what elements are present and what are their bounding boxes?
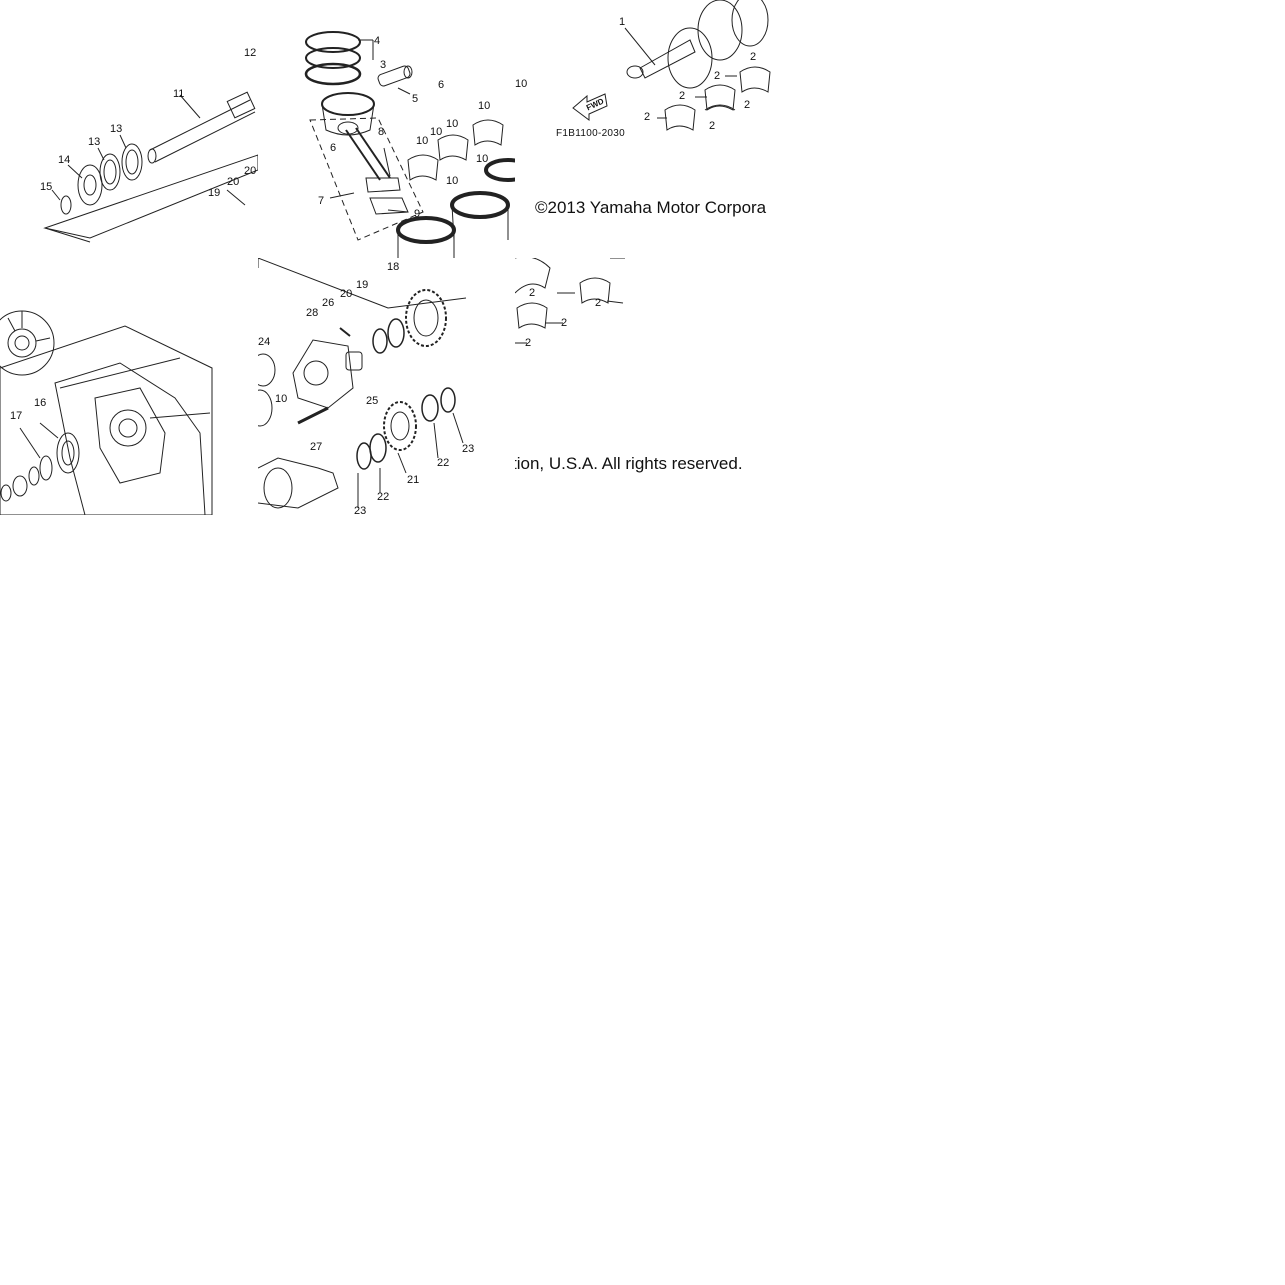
- callout-2i: 2: [561, 317, 568, 329]
- callout-2g: 2: [529, 287, 536, 299]
- part-code: F1B1100-2030: [556, 128, 626, 139]
- callout-8: 8: [378, 126, 385, 138]
- callout-3: 3: [380, 59, 387, 71]
- callout-16: 16: [34, 397, 47, 409]
- tile-piston-assembly: 4 3 6 5 6 8 7 9 10 10 10 10 10 10: [258, 0, 515, 258]
- crankcase-drawing: [0, 310, 213, 515]
- callout-2e: 2: [644, 111, 651, 123]
- tile-shaft-assembly: 11 12 13 13 14 15 19 20 20: [0, 0, 258, 258]
- callout-28: 28: [306, 307, 319, 319]
- callout-10g: 10: [515, 78, 528, 90]
- callout-2b: 2: [714, 70, 721, 82]
- callout-20c: 20: [340, 288, 353, 300]
- callout-10b: 10: [430, 126, 443, 138]
- callout-2h: 2: [595, 297, 602, 309]
- callout-10c: 10: [446, 118, 459, 130]
- callout-24: 24: [258, 336, 271, 348]
- callout-20a: 20: [227, 176, 240, 188]
- tile-crankshaft: 1 2 2 2 2 2 2 10 FWD F1B1100-2030 ©2013 …: [515, 0, 772, 258]
- callout-2f: 2: [709, 120, 716, 132]
- callout-5: 5: [412, 93, 419, 105]
- copyright-text-part-2: tion, U.S.A. All rights reserved.: [515, 454, 743, 473]
- callout-20b: 20: [244, 165, 257, 177]
- callout-13b: 13: [88, 136, 101, 148]
- callout-11: 11: [173, 88, 185, 100]
- callout-27: 27: [310, 441, 323, 453]
- crankshaft-drawing: [572, 0, 771, 131]
- callout-23a: 23: [462, 443, 475, 455]
- callout-2c: 2: [679, 90, 686, 102]
- callout-2d: 2: [744, 99, 751, 111]
- callout-15: 15: [40, 181, 53, 193]
- callout-18: 18: [387, 261, 400, 273]
- callout-17: 17: [10, 410, 23, 422]
- tile-bearings: 2 2 2 2 tion, U.S.A. All rights reserved…: [515, 258, 772, 515]
- callout-22a: 22: [437, 457, 450, 469]
- tile-gear-assembly: 18 19 20 26 28 24 10 25 27 23 22 21 22 2…: [258, 258, 515, 515]
- callout-10e: 10: [476, 153, 489, 165]
- callout-1: 1: [619, 16, 626, 28]
- callout-10d: 10: [478, 100, 491, 112]
- callout-2a: 2: [750, 51, 757, 63]
- callout-19a: 19: [208, 187, 221, 199]
- callout-7: 7: [318, 195, 325, 207]
- callout-10a: 10: [416, 135, 429, 147]
- callout-26: 26: [322, 297, 335, 309]
- callout-13a: 13: [110, 123, 123, 135]
- callout-10h: 10: [275, 393, 288, 405]
- callout-22b: 22: [377, 491, 390, 503]
- callout-9: 9: [414, 208, 421, 220]
- callout-14: 14: [58, 154, 71, 166]
- callout-23b: 23: [354, 505, 367, 516]
- callout-6a: 6: [438, 79, 445, 91]
- callout-19b: 19: [356, 279, 369, 291]
- tile-crankcase: 16 17: [0, 258, 258, 515]
- bearings-drawing: [515, 258, 625, 344]
- callout-10f: 10: [446, 175, 459, 187]
- piston-drawing: [304, 31, 515, 258]
- callout-4: 4: [374, 35, 381, 47]
- callout-21: 21: [407, 474, 420, 486]
- copyright-text-part-1: ©2013 Yamaha Motor Corpora: [535, 198, 767, 217]
- callout-25: 25: [366, 395, 379, 407]
- gear-drawing: [258, 258, 467, 509]
- callout-6b: 6: [330, 142, 337, 154]
- callout-12: 12: [244, 47, 257, 59]
- callout-2j: 2: [525, 337, 532, 349]
- shaft-drawing: [43, 91, 258, 243]
